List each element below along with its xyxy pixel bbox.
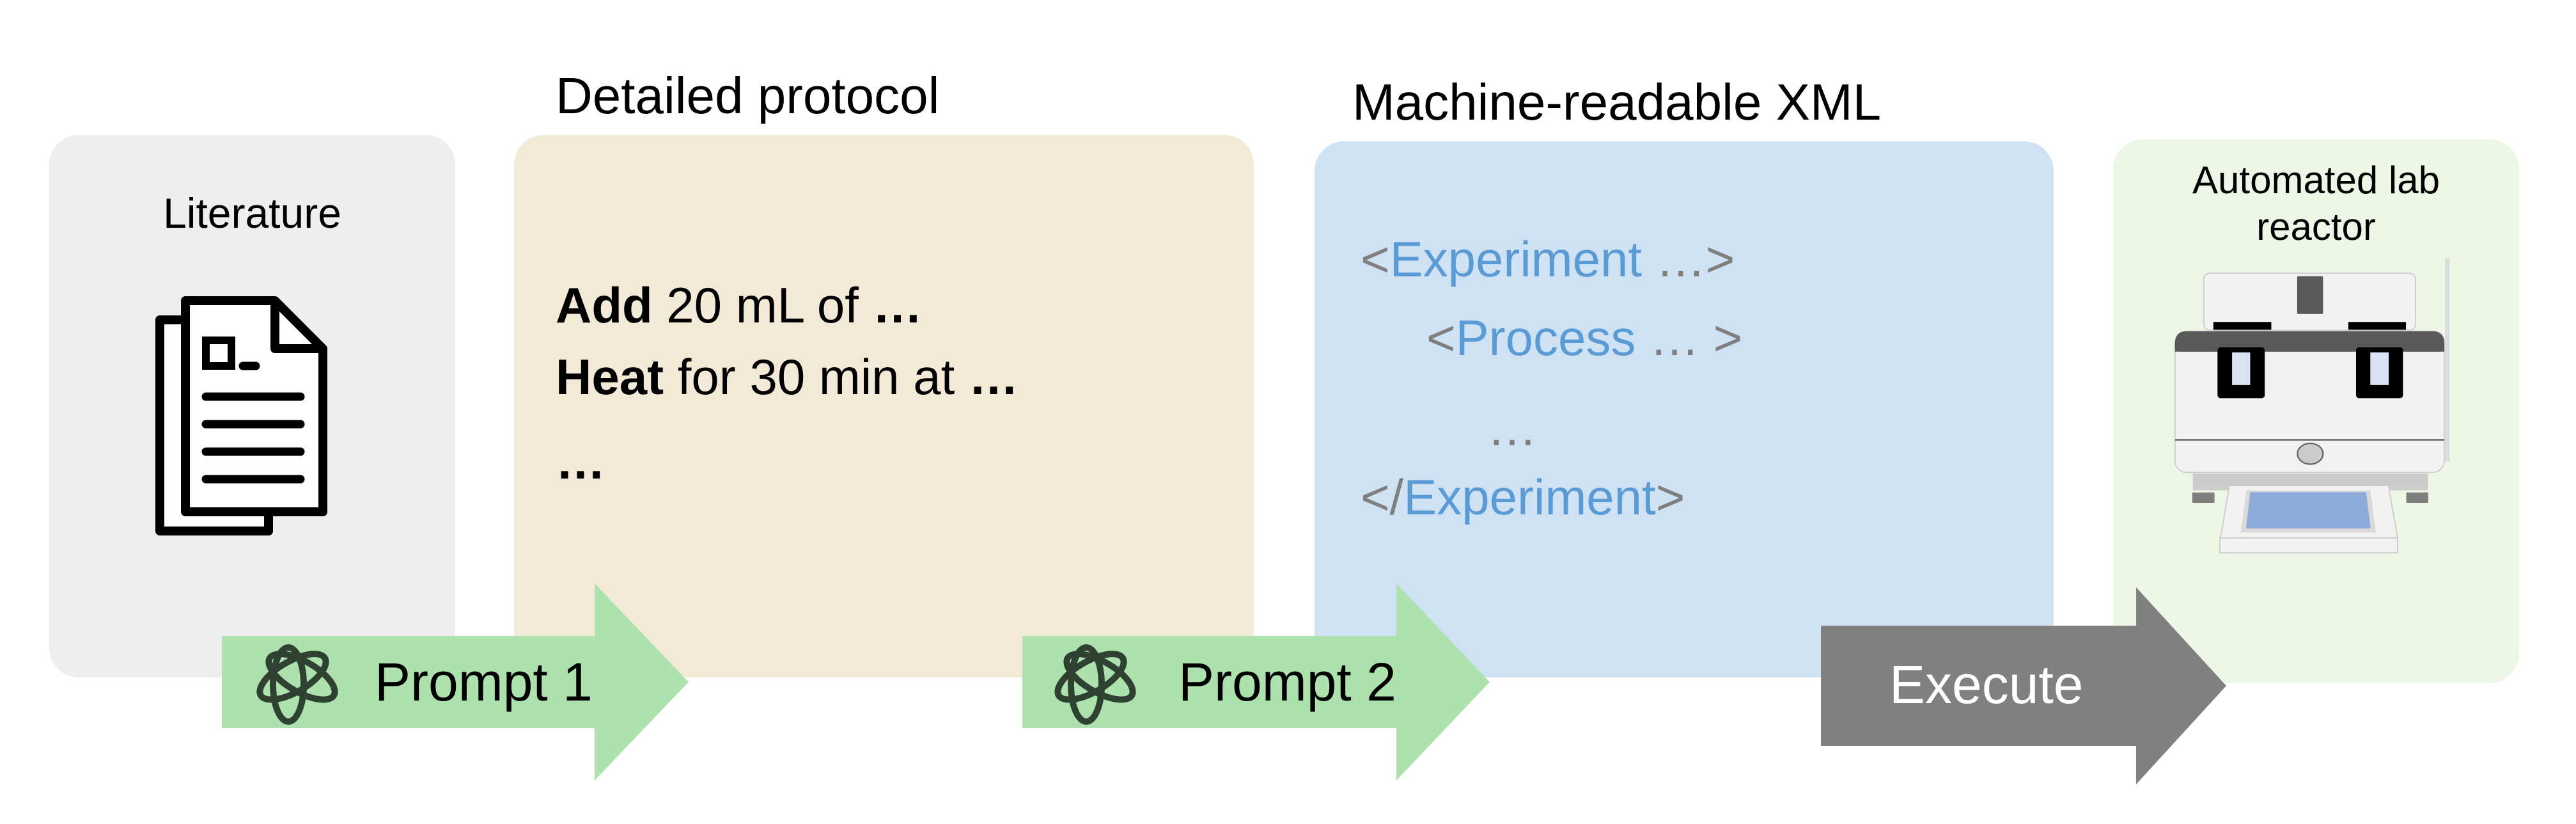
prompt1-label: Prompt 1 [375, 652, 593, 712]
protocol-line-heat: Heat for 30 min at … [556, 352, 1019, 402]
prompt2-arrow-shape [1022, 583, 1490, 780]
xml-ellipsis: … [1487, 400, 1537, 456]
xml-tag: Experiment [1389, 231, 1643, 287]
protocol-verb: Heat [556, 349, 664, 405]
protocol-text: for 30 min at [664, 349, 969, 405]
xml-bracket: …> [1642, 231, 1735, 287]
protocol-ellipsis: … [968, 349, 1019, 405]
reactor-illustration [2110, 128, 2576, 704]
reactor-label-line2: reactor [2256, 205, 2376, 248]
xml-bracket: < [1426, 310, 1456, 366]
protocol-text: 20 mL of [652, 277, 873, 333]
prompt1-arrow-shape [222, 583, 689, 780]
protocol-ellipsis: … [556, 433, 605, 489]
xml-title: Machine-readable XML [1352, 74, 1882, 131]
protocol-line-more: … [556, 436, 605, 486]
protocol-ellipsis: … [872, 277, 923, 333]
protocol-verb: Add [556, 277, 653, 333]
prompt2-label: Prompt 2 [1178, 652, 1396, 712]
xml-line-experiment-open: <Experiment …> [1361, 234, 1735, 284]
xml-panel [1315, 141, 2054, 677]
protocol-title: Detailed protocol [556, 67, 940, 124]
protocol-panel [514, 135, 1254, 677]
openai-logo-icon [253, 640, 342, 729]
literature-label: Literature [163, 189, 341, 237]
xml-line-ellipsis: … [1487, 403, 1537, 453]
execute-arrow-shape [1821, 587, 2226, 784]
document-icon [153, 294, 332, 537]
xml-line-process: <Process … > [1426, 313, 1742, 363]
openai-logo-icon [1050, 640, 1140, 729]
reactor-label-line1: Automated lab [2192, 159, 2440, 202]
xml-tag: Process [1455, 310, 1636, 366]
xml-bracket: … > [1635, 310, 1743, 366]
xml-line-experiment-close: </Experiment> [1361, 472, 1685, 522]
xml-bracket: </ [1361, 469, 1404, 525]
xml-tag: Experiment [1403, 469, 1656, 525]
execute-label: Execute [1889, 654, 2084, 715]
xml-bracket: > [1655, 469, 1685, 525]
protocol-line-add: Add 20 mL of … [556, 280, 923, 330]
xml-bracket: < [1361, 231, 1390, 287]
